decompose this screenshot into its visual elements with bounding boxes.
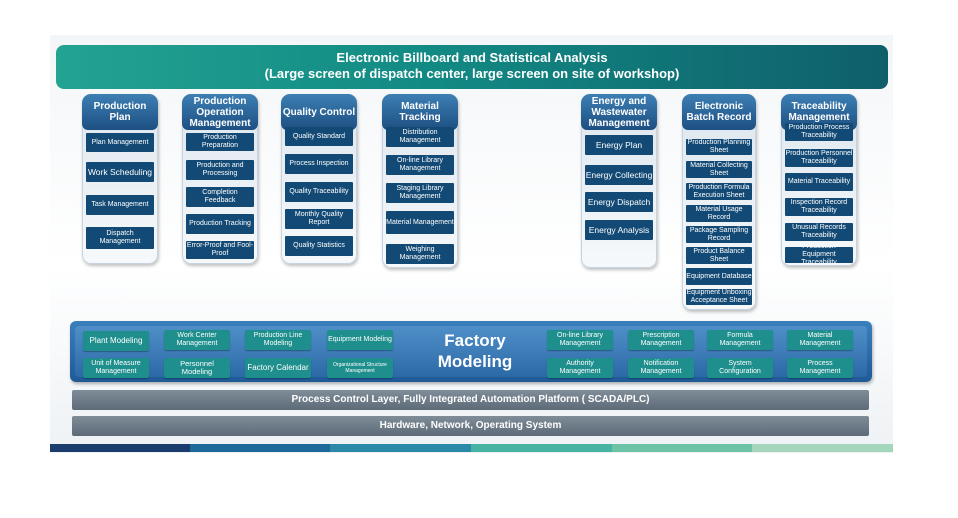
column-header: Production Operation Management [182,94,258,130]
factory-module: Notification Management [628,358,694,378]
module-box: Energy Dispatch [585,192,653,212]
module-box: Production Formula Execution Sheet [686,183,752,200]
module-box: Work Scheduling [86,162,154,182]
footer-bar-segment [190,444,330,452]
factory-module: Factory Calendar [245,358,311,378]
module-box: Quality Standard [285,127,353,146]
factory-modeling-title-line2: Modeling [437,352,513,371]
factory-module: Equipment Modeling [327,330,393,350]
module-box: Production Equipment Traceability [785,247,853,263]
banner-title: Electronic Billboard and Statistical Ana… [336,50,608,65]
factory-module: Production Line Modeling [245,330,311,350]
column-header: Quality Control [281,94,357,130]
module-box: Production and Processing [186,160,254,180]
factory-module: Personnel Modeling [164,358,230,378]
module-box: Product Balance Sheet [686,247,752,264]
column-header: Production Plan [82,94,158,130]
module-box: Energy Collecting [585,165,653,185]
module-box: Weighing Management [386,244,454,264]
module-box: Material Collecting Sheet [686,161,752,178]
module-box: Production Tracking [186,214,254,234]
module-box: Production Process Traceability [785,123,853,141]
factory-module: Plant Modeling [83,331,149,351]
module-box: Equipment Unboxing Acceptance Sheet [686,289,752,305]
factory-module: Unit of Measure Management [83,358,149,378]
footer-bar-segment [50,444,190,452]
footer-bar-segment [752,444,893,452]
factory-module: System Configuration [707,358,773,378]
column-header: Electronic Batch Record [682,94,756,130]
factory-module: Formula Management [707,330,773,350]
module-box: Package Sampling Record [686,226,752,243]
module-box: Completion Feedback [186,187,254,207]
module-box: Monthly Quality Report [285,209,353,229]
footer-bar-segment [471,444,612,452]
module-box: Unusual Records Traceability [785,223,853,241]
top-banner: Electronic Billboard and Statistical Ana… [56,45,888,89]
column-production-plan: Production Plan Plan Management Work Sch… [82,94,158,264]
factory-modeling-title: Factory Modeling [425,330,525,372]
factory-modeling-title-line1: Factory [444,331,506,350]
module-box: Material Traceability [785,173,853,191]
module-box: Material Usage Record [686,205,752,222]
module-box: Process Inspection [285,154,353,174]
column-material-tracking: Material Tracking Distribution Managemen… [382,94,458,268]
column-electronic-batch: Electronic Batch Record Production Plann… [682,94,756,310]
module-box: On-line Library Management [386,155,454,175]
column-energy-wastewater: Energy and Wastewater Management Energy … [581,94,657,268]
module-box: Energy Analysis [585,220,653,240]
module-box: Material Management [386,211,454,234]
column-production-operation: Production Operation Management Producti… [182,94,258,264]
column-header: Material Tracking [382,94,458,130]
module-box: Staging Library Management [386,183,454,203]
module-box: Inspection Record Traceability [785,198,853,216]
banner-subtitle: (Large screen of dispatch center, large … [264,66,680,81]
module-box: Dispatch Management [86,227,154,249]
module-box: Production Planning Sheet [686,139,752,155]
column-traceability: Traceability Management Production Proce… [781,94,857,266]
factory-module: On-line Library Management [547,330,613,350]
factory-module: Work Center Management [164,330,230,350]
module-box: Production Preparation [186,133,254,151]
column-quality-control: Quality Control Quality Standard Process… [281,94,357,264]
module-box: Plan Management [86,133,154,152]
footer-bar-segment [612,444,752,452]
factory-module: Prescription Management [628,330,694,350]
process-control-layer: Process Control Layer, Fully Integrated … [72,390,869,410]
module-box: Quality Statistics [285,236,353,256]
module-box: Quality Traceability [285,182,353,202]
module-box: Energy Plan [585,135,653,155]
module-box: Production Personnel Traceability [785,149,853,167]
module-box: Error-Proof and Fool-Proof [186,241,254,259]
factory-module: Material Management [787,330,853,350]
factory-module: Authority Management [547,358,613,378]
module-box: Equipment Database [686,268,752,285]
factory-module: Process Management [787,358,853,378]
hardware-layer: Hardware, Network, Operating System [72,416,869,436]
module-box: Task Management [86,195,154,215]
footer-bar-segment [330,444,471,452]
column-header: Energy and Wastewater Management [581,94,657,130]
module-box: Distribution Management [386,127,454,147]
factory-module: Organizational Structure Management [327,358,393,378]
